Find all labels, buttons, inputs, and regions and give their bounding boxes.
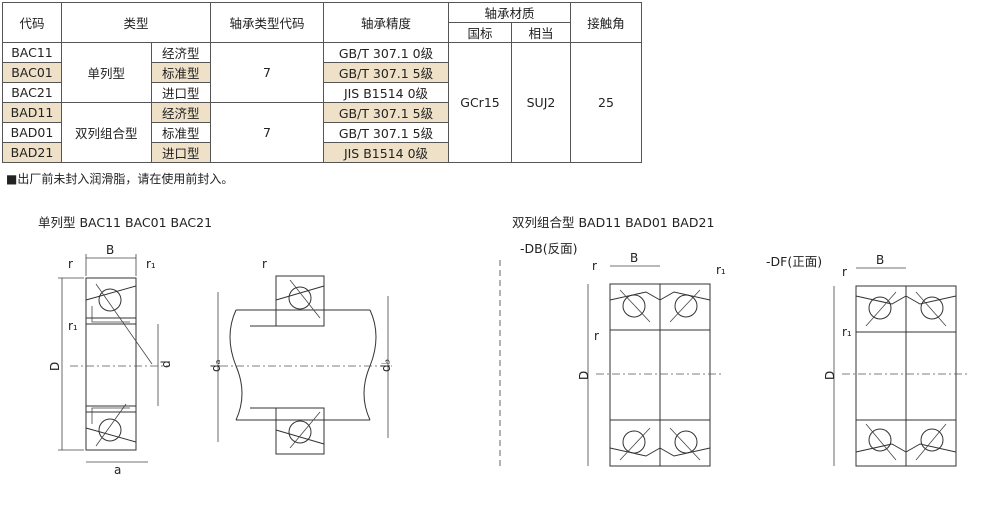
code-cell: BAC01 — [2, 62, 62, 83]
svg-text:a: a — [114, 463, 121, 477]
header-material-cn: 国标 — [448, 22, 512, 43]
table-row: BAC11 单列型 经济型 7 GB/T 307.1 0级 GCr15 SUJ2… — [2, 42, 642, 163]
svg-text:r₁: r₁ — [146, 257, 156, 271]
svg-text:r: r — [262, 257, 267, 271]
svg-text:D: D — [823, 371, 837, 380]
precision-cell: JIS B1514 0级 — [323, 82, 449, 103]
table-row: BAD01 标准型 GB/T 307.1 5级 — [2, 122, 642, 143]
df-caption: -DF(正面) — [766, 254, 823, 269]
sub-type-cell: 标准型 — [150, 122, 212, 143]
table-row: BAC21 进口型 JIS B1514 0级 — [2, 82, 642, 103]
svg-text:r: r — [842, 265, 847, 279]
svg-text:r: r — [592, 259, 597, 273]
svg-text:r₁: r₁ — [842, 325, 852, 339]
single-row-section-drawing: B D d a r r₁ r₁ — [48, 243, 173, 477]
svg-text:D: D — [577, 371, 591, 380]
precision-cell: GB/T 307.1 5级 — [323, 102, 449, 123]
group-cell: 单列型 — [61, 42, 152, 103]
svg-text:B: B — [106, 243, 114, 257]
table-row: BAC01 标准型 GB/T 307.1 5级 — [2, 62, 642, 83]
material-eq-cell: SUJ2 — [511, 42, 571, 163]
contact-angle-cell: 25 — [570, 42, 642, 163]
single-row-caption: 单列型 BAC11 BAC01 BAC21 — [38, 215, 213, 230]
precision-cell: JIS B1514 0级 — [323, 142, 449, 163]
svg-text:D: D — [48, 362, 62, 371]
db-caption: -DB(反面) — [520, 241, 578, 256]
material-cn-cell: GCr15 — [448, 42, 512, 163]
double-row-caption: 双列组合型 BAD11 BAD01 BAD21 — [512, 215, 715, 230]
table-row: BAD21 进口型 JIS B1514 0级 — [2, 142, 642, 163]
header-code: 代码 — [2, 2, 62, 43]
svg-text:r₁: r₁ — [716, 263, 726, 277]
df-drawing: B D r r₁ — [823, 253, 970, 467]
precision-cell: GB/T 307.1 5级 — [323, 62, 449, 83]
type-code-cell: 7 — [210, 102, 324, 163]
svg-text:d♭: d♭ — [379, 359, 393, 372]
svg-text:dₐ: dₐ — [209, 360, 223, 372]
precision-cell: GB/T 307.1 5级 — [323, 122, 449, 143]
sub-type-cell: 标准型 — [150, 62, 212, 83]
spec-table: 代码 类型 轴承类型代码 轴承精度 轴承材质 接触角 国标 相当 BAC11 单… — [2, 2, 642, 163]
header-angle: 接触角 — [570, 2, 642, 43]
svg-text:B: B — [876, 253, 884, 267]
code-cell: BAD21 — [2, 142, 62, 163]
svg-text:r₁: r₁ — [68, 319, 78, 333]
db-drawing: B D r r₁ r — [577, 251, 726, 467]
precision-cell: GB/T 307.1 0级 — [323, 42, 449, 63]
lubrication-note: ■出厂前未封入润滑脂，请在使用前封入。 — [6, 172, 234, 186]
header-material: 轴承材质 — [448, 2, 571, 23]
group-cell: 双列组合型 — [61, 102, 152, 163]
svg-text:B: B — [630, 251, 638, 265]
sub-type-cell: 进口型 — [150, 142, 212, 163]
sub-type-cell: 进口型 — [150, 82, 212, 103]
sub-type-cell: 经济型 — [150, 42, 212, 63]
table-row: BAD11 双列组合型 经济型 7 GB/T 307.1 5级 — [2, 102, 642, 163]
mounting-drawing: dₐ d♭ r — [209, 257, 393, 455]
svg-text:r: r — [594, 329, 599, 343]
type-code-cell: 7 — [210, 42, 324, 103]
header-precision: 轴承精度 — [323, 2, 449, 43]
svg-text:r: r — [68, 257, 73, 271]
svg-text:d: d — [159, 360, 173, 368]
